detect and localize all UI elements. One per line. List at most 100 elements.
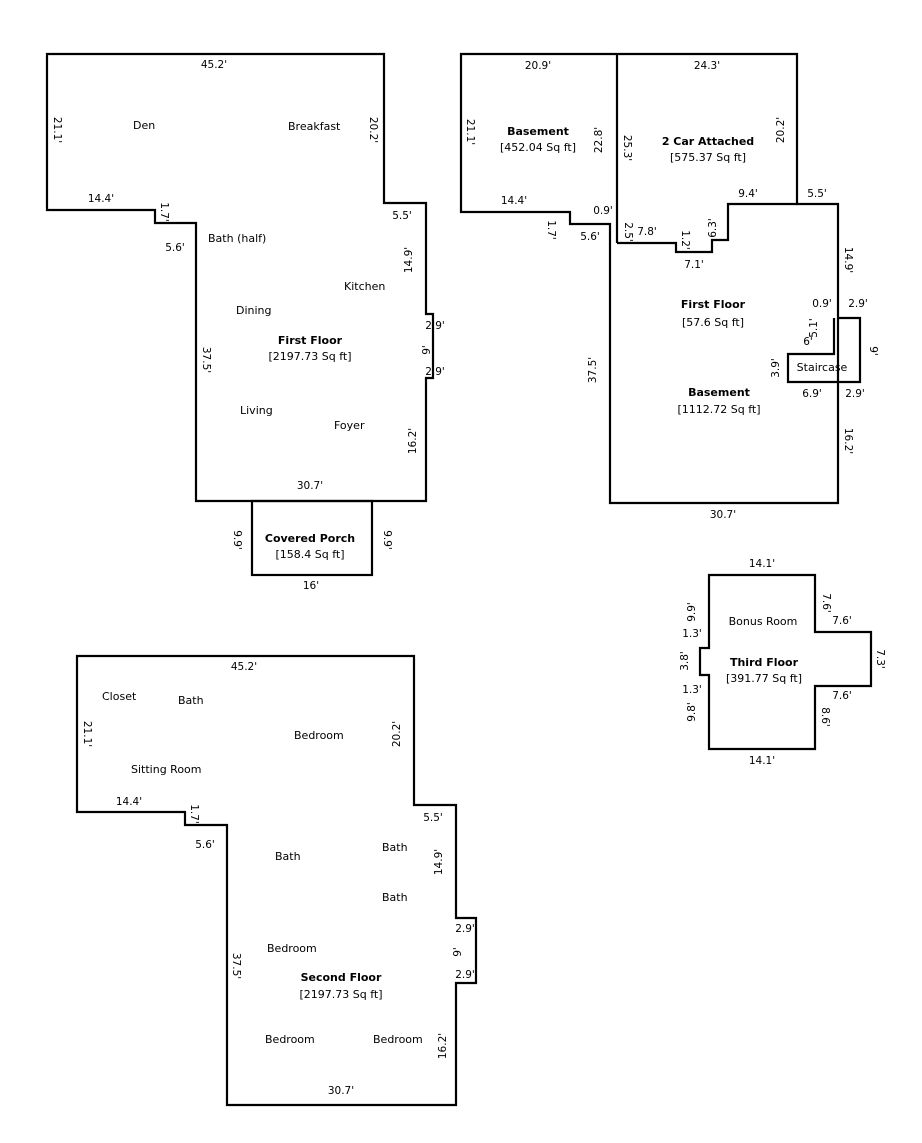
dimension-label: 22.8': [593, 127, 605, 153]
floor-title-third-floor: Third Floor: [730, 656, 799, 669]
dimension-label: 5.5': [807, 188, 827, 200]
room-label-foyer: Foyer: [334, 419, 365, 432]
room-area-basement-west: [452.04 Sq ft]: [500, 141, 576, 154]
room-label-bedroom: Bedroom: [373, 1033, 423, 1046]
dimension-label: 21.1': [464, 119, 476, 145]
dimension-label: 21.1': [81, 721, 93, 747]
room-label-bath-half: Bath (half): [208, 232, 266, 245]
dimension-label: 30.7': [710, 509, 736, 521]
dimension-label: 8.6': [819, 707, 831, 727]
first-floor-plan: Den Breakfast Bath (half) Kitchen Dining…: [45, 52, 445, 503]
dimension-label: 37.5': [200, 347, 212, 373]
wall-garage-first-floor: [617, 202, 797, 254]
dimension-label: 20.9': [525, 60, 551, 72]
dimension-label: 45.2': [201, 59, 227, 71]
covered-porch-outline: [250, 499, 374, 577]
dimension-label: 14.4': [88, 193, 114, 205]
dimension-label: 7.1': [684, 259, 704, 271]
dimension-label: 1.7': [188, 804, 200, 824]
floor-title-first-floor: First Floor: [278, 334, 343, 347]
room-label-bath: Bath: [178, 694, 204, 707]
room-label-bath: Bath: [382, 841, 408, 854]
dimension-label: 14.4': [501, 195, 527, 207]
dimension-label: 1.3': [682, 628, 702, 640]
dimension-label: 9': [452, 947, 464, 957]
dimension-label: 9': [867, 346, 879, 356]
porch-title: Covered Porch: [265, 532, 355, 545]
floor-area-third-floor: [391.77 Sq ft]: [726, 672, 802, 685]
dimension-label: 2.9': [845, 388, 865, 400]
dimension-label: 2.9': [848, 298, 868, 310]
dimension-label: 7.8': [637, 226, 657, 238]
wall-staircase: [786, 316, 862, 384]
second-floor-plan: Closet Bath Bedroom Sitting Room Bath Ba…: [75, 654, 478, 1107]
dimension-label: 16.2': [842, 428, 854, 454]
dimension-label: 20.2': [775, 117, 787, 143]
dimension-label: 9.9': [231, 530, 243, 550]
dimension-label: 0.9': [812, 298, 832, 310]
dimension-label: 5.6': [580, 231, 600, 243]
dimension-label: 2.9': [455, 969, 475, 981]
dimension-label: 37.5': [587, 357, 599, 383]
room-label-closet: Closet: [102, 690, 137, 703]
dimension-label: 24.3': [694, 60, 720, 72]
dimension-label: 6': [803, 336, 813, 348]
dimension-label: 5.5': [392, 210, 412, 222]
dimension-label: 21.1': [51, 117, 63, 143]
dimension-label: 14.9': [842, 247, 854, 273]
room-title-basement-main: Basement: [688, 386, 750, 399]
dimension-label: 14.1': [749, 558, 775, 570]
dimension-label: 20.2': [367, 117, 379, 143]
room-label-sitting-room: Sitting Room: [131, 763, 202, 776]
room-title-garage: 2 Car Attached: [662, 135, 754, 148]
dimension-label: 14.1': [749, 755, 775, 767]
room-label-bath: Bath: [275, 850, 301, 863]
room-area-garage: [575.37 Sq ft]: [670, 151, 746, 164]
dimension-label: 5.6': [165, 242, 185, 254]
room-label-dining: Dining: [236, 304, 272, 317]
dimension-label: 5.1': [808, 318, 820, 338]
floor-area-first-floor: [2197.73 Sq ft]: [268, 350, 351, 363]
dimension-label: 9.8': [686, 702, 698, 722]
dimension-label: 14.9': [433, 849, 445, 875]
dimension-label: 37.5': [230, 953, 242, 979]
dimension-label: 3.9': [770, 358, 782, 378]
dimension-label: 0.9': [593, 205, 613, 217]
dimension-label: 9': [421, 345, 433, 355]
dimension-label: 45.2': [231, 661, 257, 673]
dimension-label: 25.3': [621, 135, 633, 161]
dimension-label: 2.9': [425, 320, 445, 332]
room-label-living: Living: [240, 404, 273, 417]
room-area-basement-main: [1112.72 Sq ft]: [677, 403, 760, 416]
dimension-label: 7.6': [820, 593, 832, 613]
dimension-label: 6.9': [802, 388, 822, 400]
basement-level-plan: Basement [452.04 Sq ft] 2 Car Attached […: [459, 52, 879, 521]
room-label-bedroom: Bedroom: [265, 1033, 315, 1046]
porch-area: [158.4 Sq ft]: [275, 548, 344, 561]
third-floor-outline: [698, 573, 873, 751]
dimension-label: 5.5': [423, 812, 443, 824]
dimension-label: 16': [303, 580, 319, 592]
dimension-label: 16.2': [407, 428, 419, 454]
room-label-bonus-room: Bonus Room: [729, 615, 798, 628]
covered-porch-plan: Covered Porch [158.4 Sq ft] 9.9' 9.9' 16…: [231, 499, 393, 592]
third-floor-plan: Bonus Room Third Floor [391.77 Sq ft] 14…: [679, 558, 886, 767]
second-floor-outline: [75, 654, 478, 1107]
room-label-breakfast: Breakfast: [288, 120, 341, 133]
dimension-label: 3.8': [679, 651, 691, 671]
room-area-first-floor-part: [57.6 Sq ft]: [682, 316, 744, 329]
basement-level-outline: [459, 52, 840, 505]
dimension-label: 7.6': [832, 615, 852, 627]
dimension-label: 30.7': [328, 1085, 354, 1097]
first-floor-outline: [45, 52, 435, 503]
dimension-label: 2.9': [425, 366, 445, 378]
dimension-label: 14.4': [116, 796, 142, 808]
dimension-label: 9.9': [686, 602, 698, 622]
room-title-first-floor-part: First Floor: [681, 298, 746, 311]
dimension-label: 6.3': [707, 218, 719, 238]
dimension-label: 7.6': [832, 690, 852, 702]
dimension-label: 16.2': [437, 1033, 449, 1059]
dimension-label: 1.7': [158, 202, 170, 222]
